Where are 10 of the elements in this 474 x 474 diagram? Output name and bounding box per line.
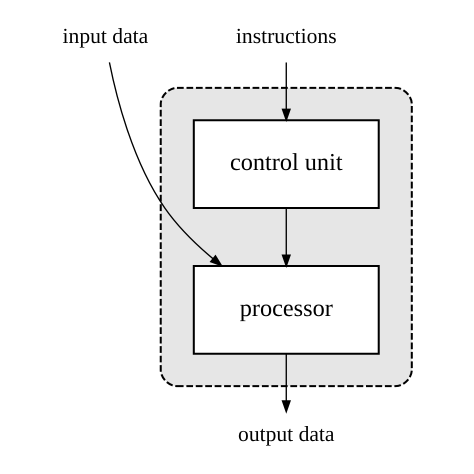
arrow [282, 354, 291, 414]
arrow [282, 208, 291, 268]
arrow [108, 62, 224, 267]
node-text: output data [238, 422, 335, 446]
node-box: control unit [192, 119, 380, 209]
arrow [282, 62, 291, 122]
node-box: processor [192, 265, 380, 355]
node-text: input data [62, 24, 148, 48]
node-text: instructions [236, 24, 337, 48]
cluster [160, 86, 413, 388]
